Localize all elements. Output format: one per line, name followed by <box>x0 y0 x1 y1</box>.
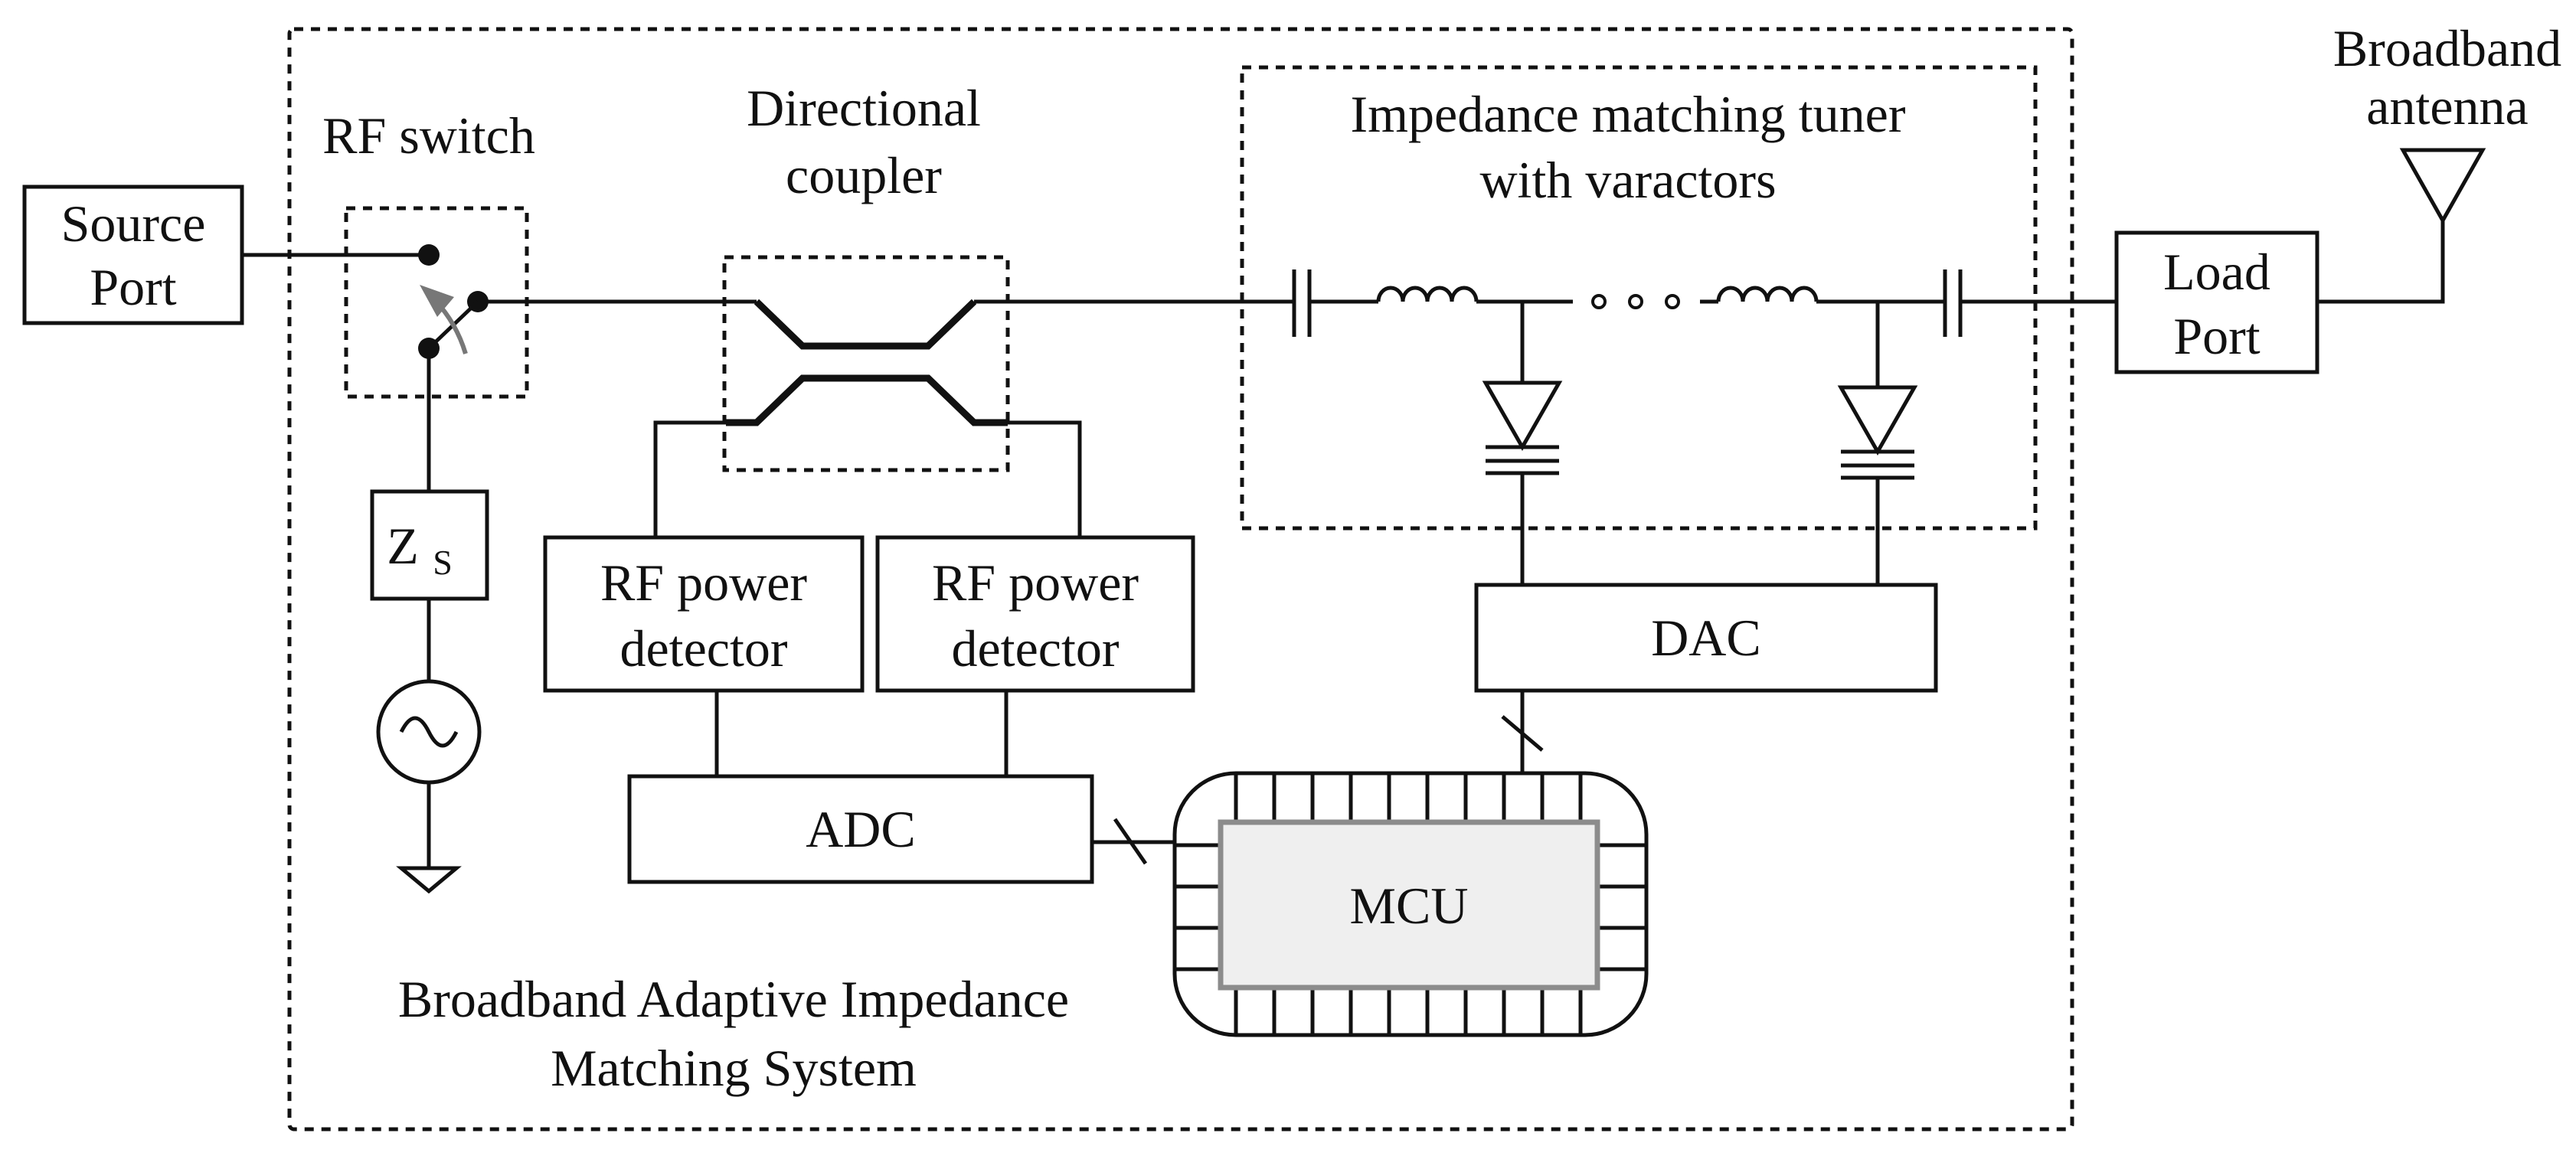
power-detector-2-label-1: RF power <box>932 554 1139 612</box>
zs-label: Z <box>387 517 419 575</box>
varactor-1-diode-icon <box>1482 380 1563 452</box>
adc-bus-slash <box>1113 818 1148 865</box>
dac-box <box>1474 583 1938 693</box>
ellipsis-dot-3 <box>1665 294 1680 309</box>
power-detector-2-box <box>875 535 1195 693</box>
coupler-label-2: coupler <box>786 146 942 204</box>
switch-arrowhead-icon <box>420 285 454 317</box>
mcu-die <box>1218 819 1600 991</box>
source-port-label-2: Port <box>90 258 176 316</box>
tuner-box <box>1240 65 2038 531</box>
coupler-through-line <box>754 299 977 350</box>
system-boundary <box>287 27 2074 1132</box>
dac-bus-slash <box>1501 715 1544 752</box>
ellipsis-dot-2 <box>1628 294 1643 309</box>
varactor-2-diode-icon <box>1837 385 1918 456</box>
zs-subscript: S <box>433 543 453 582</box>
source-port-label-1: Source <box>61 194 206 253</box>
antenna-icon <box>2399 148 2486 225</box>
coupler-port-wire-1 <box>653 420 726 537</box>
antenna-label-1: Broadband <box>2333 19 2561 77</box>
antenna-label-2: antenna <box>2366 77 2528 136</box>
power-detector-2-label-2: detector <box>952 619 1120 678</box>
coupler-port-wire-2 <box>1008 420 1082 537</box>
coupler-label-1: Directional <box>747 79 981 137</box>
rf-switch-label: RF switch <box>322 106 535 165</box>
mcu-label: MCU <box>1350 877 1469 935</box>
antenna-feed-wire <box>2317 220 2445 304</box>
inductor-2-icon <box>1716 286 1819 302</box>
source-port-box <box>22 185 244 325</box>
coupler-box <box>722 255 1010 472</box>
power-detector-1-label-2: detector <box>620 619 788 678</box>
mcu-pins <box>1175 773 1646 1035</box>
switch-terminal-source <box>418 244 440 266</box>
tuner-label-1: Impedance matching tuner <box>1350 85 1905 143</box>
inductor-1-icon <box>1376 286 1479 302</box>
ellipsis-dot-1 <box>1591 294 1607 309</box>
power-detector-1-label-1: RF power <box>600 554 807 612</box>
ground-icon <box>396 866 462 894</box>
power-detector-1-box <box>543 535 865 693</box>
system-label-1: Broadband Adaptive Impedance <box>398 970 1069 1028</box>
adc-box <box>627 774 1094 884</box>
tuner-label-2: with varactors <box>1479 151 1776 209</box>
zs-box <box>370 489 489 601</box>
load-port-box <box>2114 230 2319 374</box>
adc-label: ADC <box>806 800 916 858</box>
load-port-label-1: Load <box>2163 243 2270 301</box>
system-label-2: Matching System <box>551 1039 917 1097</box>
load-port-label-2: Port <box>2173 307 2260 365</box>
dac-label: DAC <box>1651 609 1761 667</box>
coupler-coupled-line <box>726 374 1008 426</box>
ac-source-wave <box>399 716 459 748</box>
